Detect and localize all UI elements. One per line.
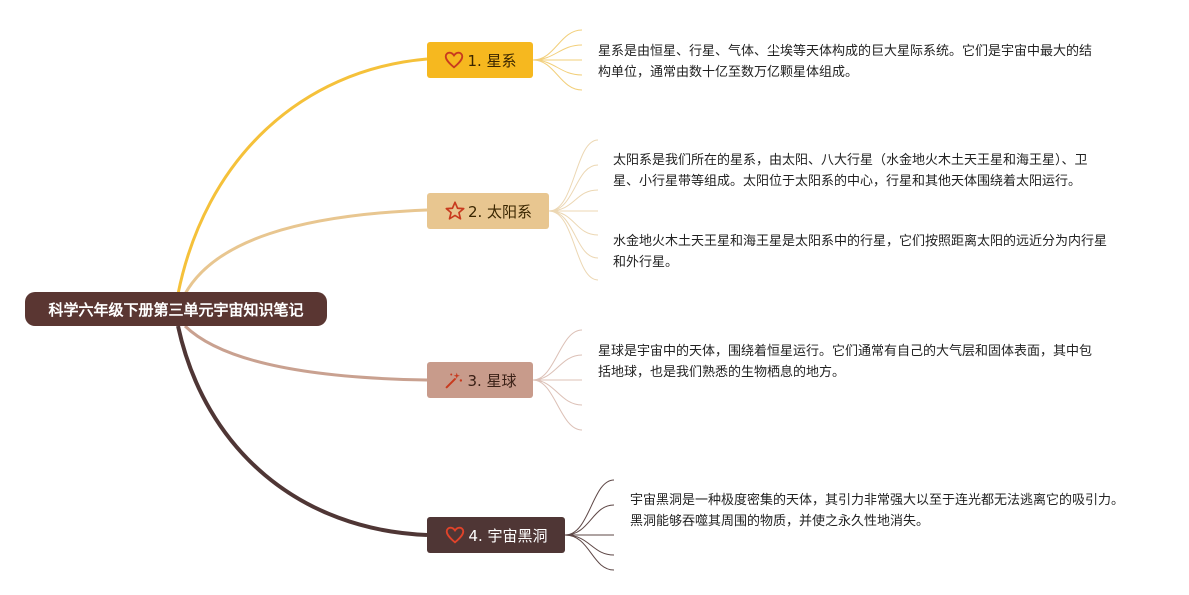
topic-label: 1. 星系 <box>467 51 517 70</box>
fan-topic-4 <box>564 479 615 571</box>
connector-topic-2 <box>183 208 428 295</box>
fan-topic-1 <box>532 29 583 91</box>
magic-wand-icon <box>443 369 465 391</box>
topic-planet[interactable]: 3. 星球 <box>427 362 533 398</box>
connector-topic-4 <box>176 325 428 537</box>
heart-icon <box>443 49 465 71</box>
note-galaxy: 星系是由恒星、行星、气体、尘埃等天体构成的巨大星际系统。它们是宇宙中最大的结构单… <box>598 44 1093 80</box>
topic-solar-system[interactable]: 2. 太阳系 <box>427 193 549 229</box>
topic-label: 2. 太阳系 <box>467 202 533 221</box>
heart-icon <box>444 524 466 546</box>
note-solar-system-1: 太阳系是我们所在的星系，由太阳、八大行星（水金地火木土天王星和海王星）、卫星、小… <box>613 153 1088 189</box>
topic-label: 4. 宇宙黑洞 <box>468 526 548 545</box>
topic-galaxy[interactable]: 1. 星系 <box>427 42 533 78</box>
note-solar-system-2: 水金地火木土天王星和海王星是太阳系中的行星，它们按照距离太阳的远近分为内行星和外… <box>613 234 1108 270</box>
topic-label: 3. 星球 <box>467 371 517 390</box>
note-planet: 星球是宇宙中的天体，围绕着恒星运行。它们通常有自己的大气层和固体表面，其中包括地… <box>598 344 1093 380</box>
star-icon <box>444 200 466 222</box>
connector-topic-3 <box>183 324 428 382</box>
topic-black-hole[interactable]: 4. 宇宙黑洞 <box>427 517 565 553</box>
root-title: 科学六年级下册第三单元宇宙知识笔记 <box>48 300 304 319</box>
fan-topic-2 <box>548 139 599 281</box>
note-black-hole: 宇宙黑洞是一种极度密集的天体，其引力非常强大以至于连光都无法逃离它的吸引力。黑洞… <box>630 493 1125 529</box>
connector-topic-1 <box>176 57 428 295</box>
fan-topic-3 <box>532 329 583 431</box>
root-topic[interactable]: 科学六年级下册第三单元宇宙知识笔记 <box>25 292 327 326</box>
